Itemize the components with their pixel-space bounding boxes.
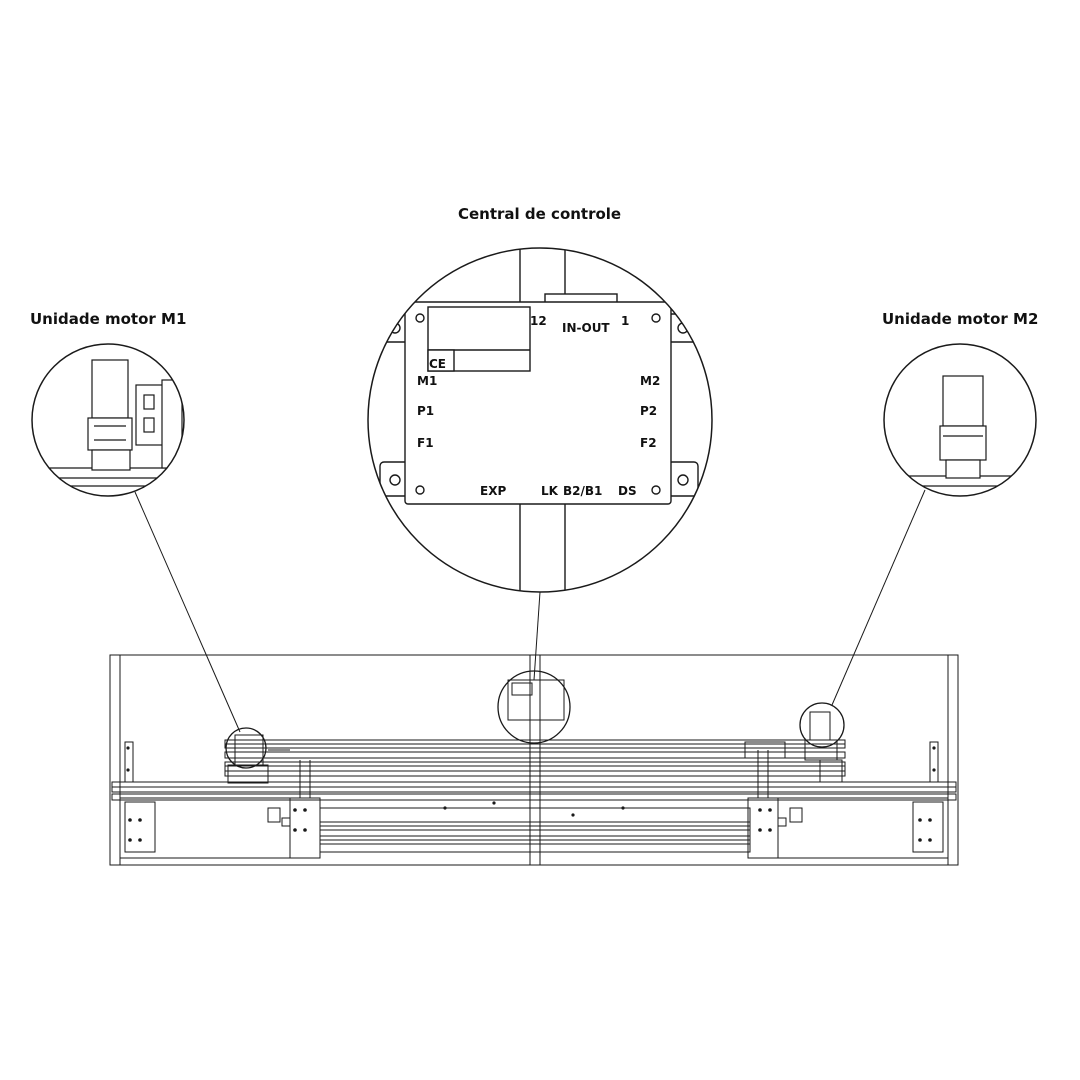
detail-motor-m2 [883, 343, 1037, 497]
detail-circle-m1 [31, 343, 185, 497]
leader-lines [134, 489, 926, 733]
door-operator-assembly [109, 654, 959, 866]
detail-central: CE 12 IN-OUT 1 M1 P1 F1 M2 P2 F2 EXP LK … [367, 247, 713, 593]
label-central-de-controle: Central de controle [458, 205, 622, 223]
board-label-m2: M2 [640, 374, 660, 388]
leader-line-central [533, 591, 541, 681]
board-label-in-out: IN-OUT [562, 321, 610, 335]
motor-m2-body [942, 375, 984, 427]
detail-motor-m1 [31, 343, 185, 497]
board-label-ds: DS [618, 484, 637, 498]
leader-line-m2 [831, 489, 926, 706]
label-motor-m2: Unidade motor M2 [882, 310, 1039, 328]
detail-circle-central [367, 247, 713, 593]
board-label-exp: EXP [480, 484, 506, 498]
board-label-b2b1: B2/B1 [563, 484, 602, 498]
board-label-p2: P2 [640, 404, 657, 418]
leader-line-m1 [134, 491, 241, 733]
motor-m1-body [91, 359, 129, 419]
board-label-12: 12 [530, 314, 547, 328]
control-box-mini [507, 679, 565, 721]
board-label-lk: LK [541, 484, 559, 498]
label-motor-m1: Unidade motor M1 [30, 310, 187, 328]
board-label-f2: F2 [640, 436, 657, 450]
board-label-1: 1 [621, 314, 629, 328]
detail-circle-m2 [883, 343, 1037, 497]
ce-mark: CE [429, 357, 446, 371]
board-label-m1: M1 [417, 374, 437, 388]
board-label-f1: F1 [417, 436, 434, 450]
board-label-p1: P1 [417, 404, 434, 418]
